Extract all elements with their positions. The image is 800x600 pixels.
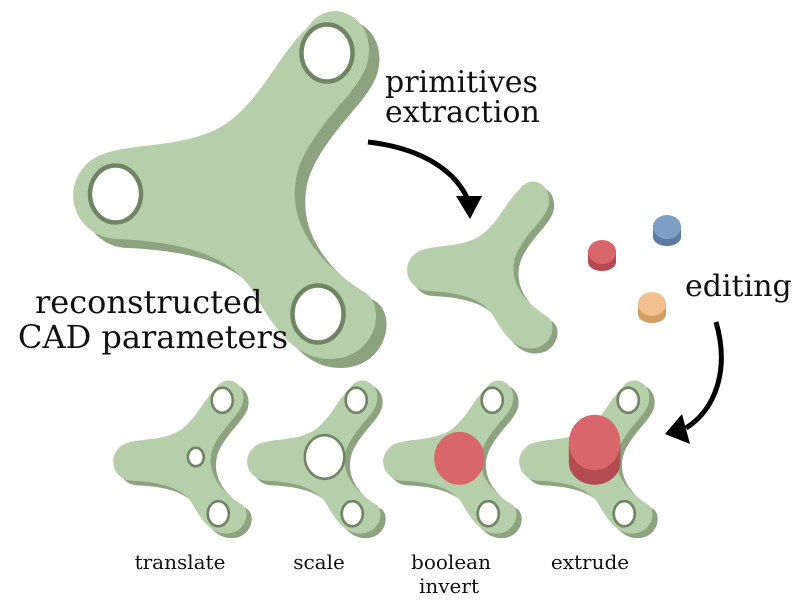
caption-boolean: boolean	[411, 550, 491, 574]
label-cad-parameters: CAD parameters	[18, 318, 288, 356]
blue-cylinder-primitive	[653, 215, 681, 246]
variant-translate	[113, 380, 252, 539]
extracted-body	[407, 181, 558, 354]
curved-arrow-icon	[367, 139, 482, 219]
reconstructed-part	[73, 11, 387, 368]
label-primitives: primitives	[385, 65, 538, 100]
variant-boolean-invert	[383, 380, 522, 539]
hole-left	[87, 163, 144, 225]
caption-scale: scale	[293, 550, 345, 574]
label-reconstructed: reconstructed	[35, 283, 262, 321]
caption-translate: translate	[135, 550, 226, 574]
red-cylinder-primitive	[588, 240, 616, 271]
label-editing: editing	[685, 269, 792, 304]
caption-invert: invert	[419, 574, 479, 598]
hole-top	[299, 22, 355, 84]
caption-extrude: extrude	[551, 550, 629, 574]
orange-cylinder-primitive	[638, 292, 666, 323]
curved-arrow-icon	[665, 321, 724, 444]
variant-scale	[247, 380, 386, 539]
hole-bottom	[290, 283, 346, 345]
label-extraction: extraction	[385, 95, 540, 130]
variant-extrude	[519, 380, 658, 539]
